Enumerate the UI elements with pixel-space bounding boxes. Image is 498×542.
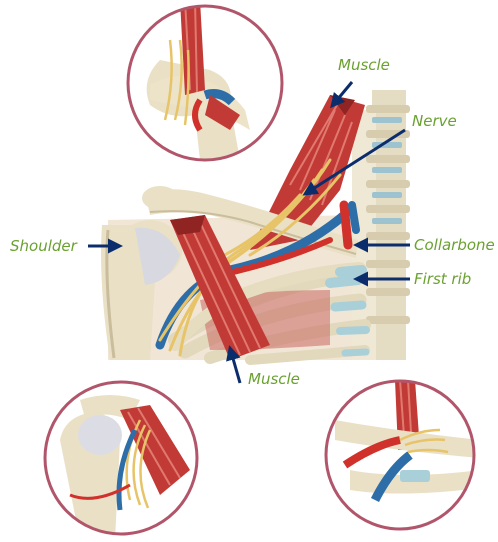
label-collarbone: Collarbone	[414, 236, 495, 254]
label-nerve: Nerve	[412, 112, 457, 130]
detail-circle-bottom-left	[45, 382, 197, 537]
detail-circle-bottom-right	[326, 380, 480, 529]
label-shoulder: Shoulder	[10, 237, 77, 255]
detail-circle-top	[128, 0, 282, 160]
label-first-rib: First rib	[414, 270, 471, 288]
label-muscle-bottom: Muscle	[248, 370, 300, 388]
label-muscle-top: Muscle	[338, 56, 390, 74]
